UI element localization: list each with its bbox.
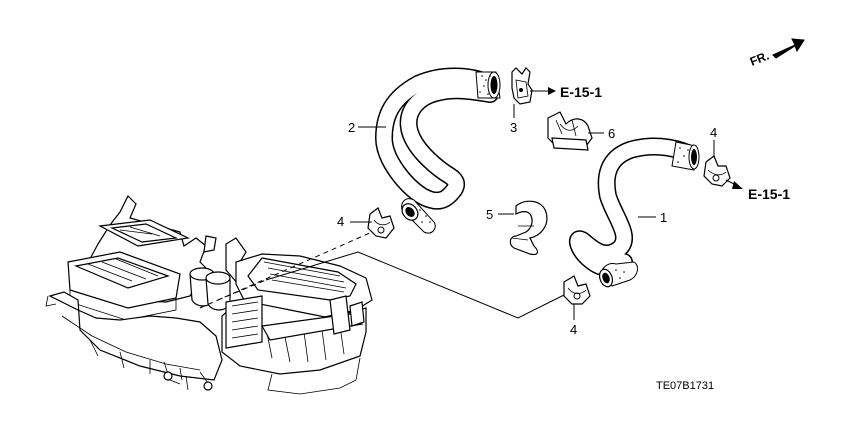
hose-2 [375, 67, 501, 234]
callout-2: 2 [348, 120, 355, 135]
reference-arrow-icon [725, 179, 743, 189]
diagram-code: TE07B1731 [656, 380, 714, 392]
clip-5 [509, 200, 548, 256]
reference-label-right: E-15-1 [748, 186, 790, 202]
clamp-4-bottom [563, 275, 591, 305]
callout-6: 6 [608, 126, 615, 141]
callout-4-bottom: 4 [570, 322, 577, 337]
callout-4-right: 4 [710, 125, 717, 140]
front-label: FR. [748, 49, 771, 69]
callout-3: 3 [510, 120, 517, 135]
reference-arrow-icon [530, 87, 556, 95]
callout-4-left: 4 [337, 214, 344, 229]
callout-labels: 2 1 3 4 4 4 5 6 E-15-1 E-15-1 TE07B1731 [337, 84, 790, 392]
front-direction-indicator: FR. [748, 38, 805, 69]
hose-1 [568, 137, 700, 288]
heater-unit-assembly [45, 194, 373, 395]
callout-1: 1 [660, 210, 667, 225]
front-arrow-icon [772, 38, 805, 59]
callout-5: 5 [486, 207, 493, 222]
connection-guide-lines [199, 231, 567, 319]
clip-6 [547, 111, 593, 151]
reference-label-top: E-15-1 [560, 84, 602, 100]
clip-3 [511, 67, 533, 105]
clamp-4-right [703, 155, 731, 187]
leader-lines [350, 87, 743, 320]
clamp-4-left [367, 207, 395, 239]
